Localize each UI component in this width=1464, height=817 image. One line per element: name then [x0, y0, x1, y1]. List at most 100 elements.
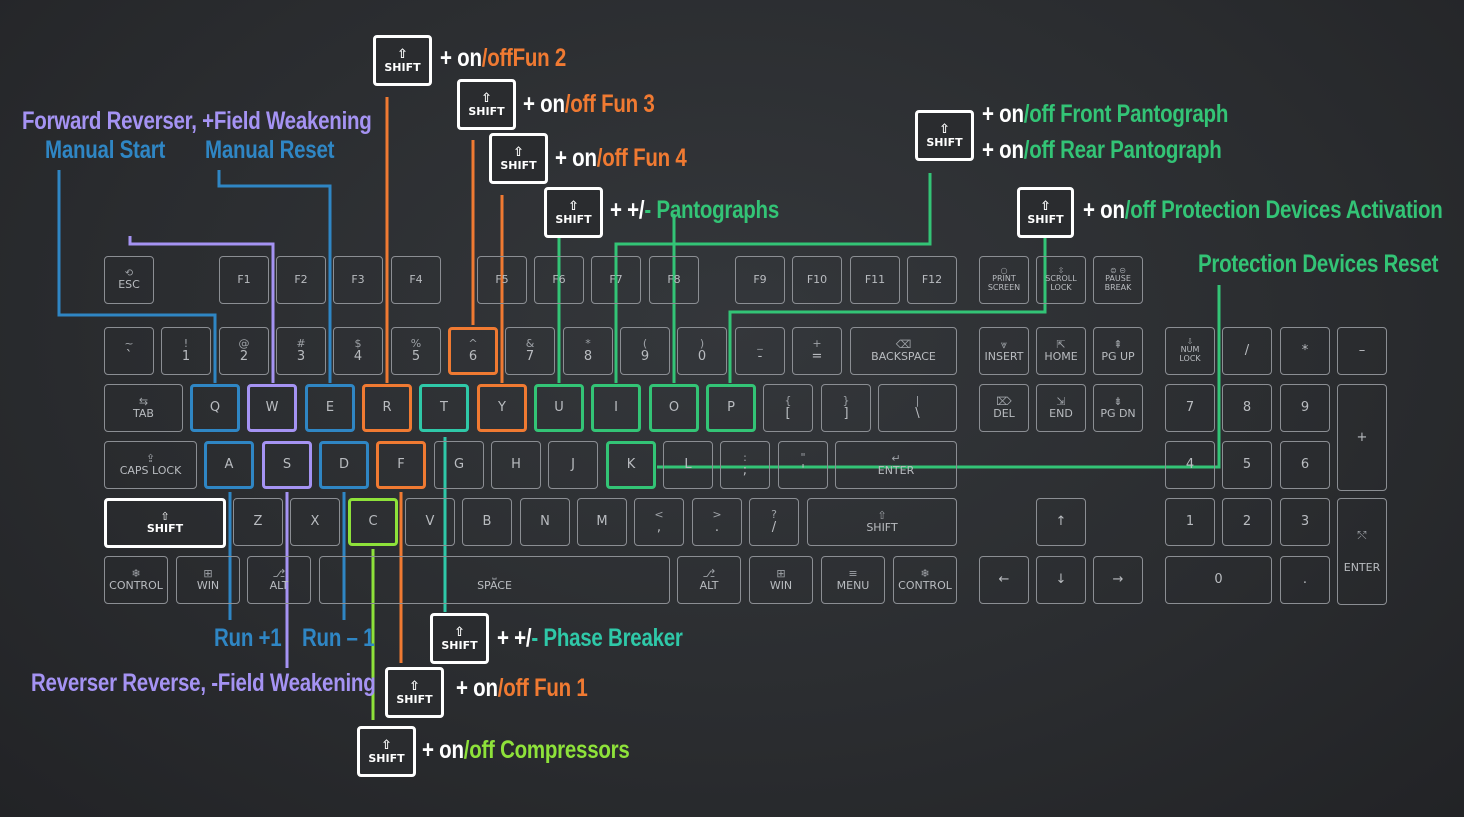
key-pgup[interactable]: ⇞PG UP: [1093, 327, 1143, 375]
key-caps-lock[interactable]: ⇪CAPS LOCK: [104, 441, 197, 489]
key-semicolon[interactable]: :;: [720, 441, 770, 489]
key-9[interactable]: (9: [620, 327, 670, 375]
key-f3[interactable]: F3: [333, 256, 383, 304]
key-w[interactable]: W: [247, 384, 297, 432]
key-r[interactable]: R: [362, 384, 412, 432]
key-n[interactable]: N: [520, 498, 570, 546]
key-g[interactable]: G: [434, 441, 484, 489]
key-pgdn[interactable]: ⇟PG DN: [1093, 384, 1143, 432]
key-backspace[interactable]: ⌫BACKSPACE: [850, 327, 957, 375]
key-arrow-right[interactable]: →: [1093, 556, 1143, 604]
key-7[interactable]: &7: [505, 327, 555, 375]
key-num-minus[interactable]: –: [1337, 327, 1387, 375]
key-num7[interactable]: 7: [1165, 384, 1215, 432]
key-end[interactable]: ⇲END: [1036, 384, 1086, 432]
key-left-control[interactable]: ❄CONTROL: [104, 556, 168, 604]
key-num-enter[interactable]: ⤲ENTER: [1337, 498, 1387, 605]
key-0[interactable]: )0: [677, 327, 727, 375]
key-equals[interactable]: +=: [792, 327, 842, 375]
key-f10[interactable]: F10: [792, 256, 842, 304]
key-4[interactable]: $4: [333, 327, 383, 375]
key-rbracket[interactable]: }]: [821, 384, 871, 432]
key-x[interactable]: X: [290, 498, 340, 546]
key-j[interactable]: J: [548, 441, 598, 489]
key-tab[interactable]: ⇆TAB: [104, 384, 183, 432]
key-num6[interactable]: 6: [1280, 441, 1330, 489]
key-6[interactable]: ^6: [448, 327, 498, 375]
key-t[interactable]: T: [419, 384, 469, 432]
key-8[interactable]: *8: [563, 327, 613, 375]
key-f1[interactable]: F1: [219, 256, 269, 304]
key-k[interactable]: K: [606, 441, 656, 489]
key-period[interactable]: >.: [692, 498, 742, 546]
key-f5[interactable]: F5: [477, 256, 527, 304]
key-scroll-lock[interactable]: ⇳SCROLL LOCK: [1036, 256, 1086, 304]
key-c[interactable]: C: [348, 498, 398, 546]
key-z[interactable]: Z: [233, 498, 283, 546]
key-lbracket[interactable]: {[: [763, 384, 813, 432]
key-q[interactable]: Q: [190, 384, 240, 432]
key-y[interactable]: Y: [477, 384, 527, 432]
key-minus[interactable]: _-: [735, 327, 785, 375]
key-f9[interactable]: F9: [735, 256, 785, 304]
key-space[interactable]: ⎵SPACE: [319, 556, 670, 604]
key-enter[interactable]: ↵ENTER: [835, 441, 957, 489]
key-d[interactable]: D: [319, 441, 369, 489]
key-num1[interactable]: 1: [1165, 498, 1215, 546]
key-i[interactable]: I: [591, 384, 641, 432]
key-f12[interactable]: F12: [907, 256, 957, 304]
key-h[interactable]: H: [491, 441, 541, 489]
key-num0[interactable]: 0: [1165, 556, 1272, 604]
key-left-shift[interactable]: ⇧SHIFT: [104, 498, 226, 548]
key-pause-break[interactable]: ⊜ ⊝PAUSE BREAK: [1093, 256, 1143, 304]
key-f4[interactable]: F4: [391, 256, 441, 304]
key-backslash[interactable]: |\: [878, 384, 957, 432]
key-num-dot[interactable]: .: [1280, 556, 1330, 604]
key-num3[interactable]: 3: [1280, 498, 1330, 546]
key-f[interactable]: F: [376, 441, 426, 489]
key-f8[interactable]: F8: [649, 256, 699, 304]
key-right-win[interactable]: ⊞WIN: [749, 556, 813, 604]
key-slash[interactable]: ?/: [749, 498, 799, 546]
key-num4[interactable]: 4: [1165, 441, 1215, 489]
key-tilde[interactable]: ~`: [104, 327, 154, 375]
key-num2[interactable]: 2: [1222, 498, 1272, 546]
key-print-screen[interactable]: ○PRINT SCREEN: [979, 256, 1029, 304]
key-comma[interactable]: <,: [634, 498, 684, 546]
key-left-win[interactable]: ⊞WIN: [176, 556, 240, 604]
key-3[interactable]: #3: [276, 327, 326, 375]
key-2[interactable]: @2: [219, 327, 269, 375]
key-del[interactable]: ⌦DEL: [979, 384, 1029, 432]
key-m[interactable]: M: [577, 498, 627, 546]
key-u[interactable]: U: [534, 384, 584, 432]
key-f6[interactable]: F6: [534, 256, 584, 304]
key-right-alt[interactable]: ⎇ALT: [677, 556, 741, 604]
key-num5[interactable]: 5: [1222, 441, 1272, 489]
key-o[interactable]: O: [649, 384, 699, 432]
key-num-divide[interactable]: /: [1222, 327, 1272, 375]
key-f7[interactable]: F7: [591, 256, 641, 304]
key-a[interactable]: A: [204, 441, 254, 489]
key-b[interactable]: B: [462, 498, 512, 546]
key-menu[interactable]: ≡MENU: [821, 556, 885, 604]
key-e[interactable]: E: [305, 384, 355, 432]
key-num-plus[interactable]: +: [1337, 384, 1387, 491]
key-f2[interactable]: F2: [276, 256, 326, 304]
key-s[interactable]: S: [262, 441, 312, 489]
key-esc[interactable]: ⟲ESC: [104, 256, 154, 304]
key-home[interactable]: ⇱HOME: [1036, 327, 1086, 375]
key-num-multiply[interactable]: *: [1280, 327, 1330, 375]
key-arrow-down[interactable]: ↓: [1036, 556, 1086, 604]
key-numlock[interactable]: ⇩NUM LOCK: [1165, 327, 1215, 375]
key-1[interactable]: !1: [161, 327, 211, 375]
key-l[interactable]: L: [663, 441, 713, 489]
key-insert[interactable]: ⩔INSERT: [979, 327, 1029, 375]
key-right-shift[interactable]: ⇧SHIFT: [807, 498, 957, 546]
key-num9[interactable]: 9: [1280, 384, 1330, 432]
key-f11[interactable]: F11: [850, 256, 900, 304]
key-num8[interactable]: 8: [1222, 384, 1272, 432]
key-p[interactable]: P: [706, 384, 756, 432]
key-arrow-left[interactable]: ←: [979, 556, 1029, 604]
key-arrow-up[interactable]: ↑: [1036, 498, 1086, 546]
key-quote[interactable]: "': [778, 441, 828, 489]
